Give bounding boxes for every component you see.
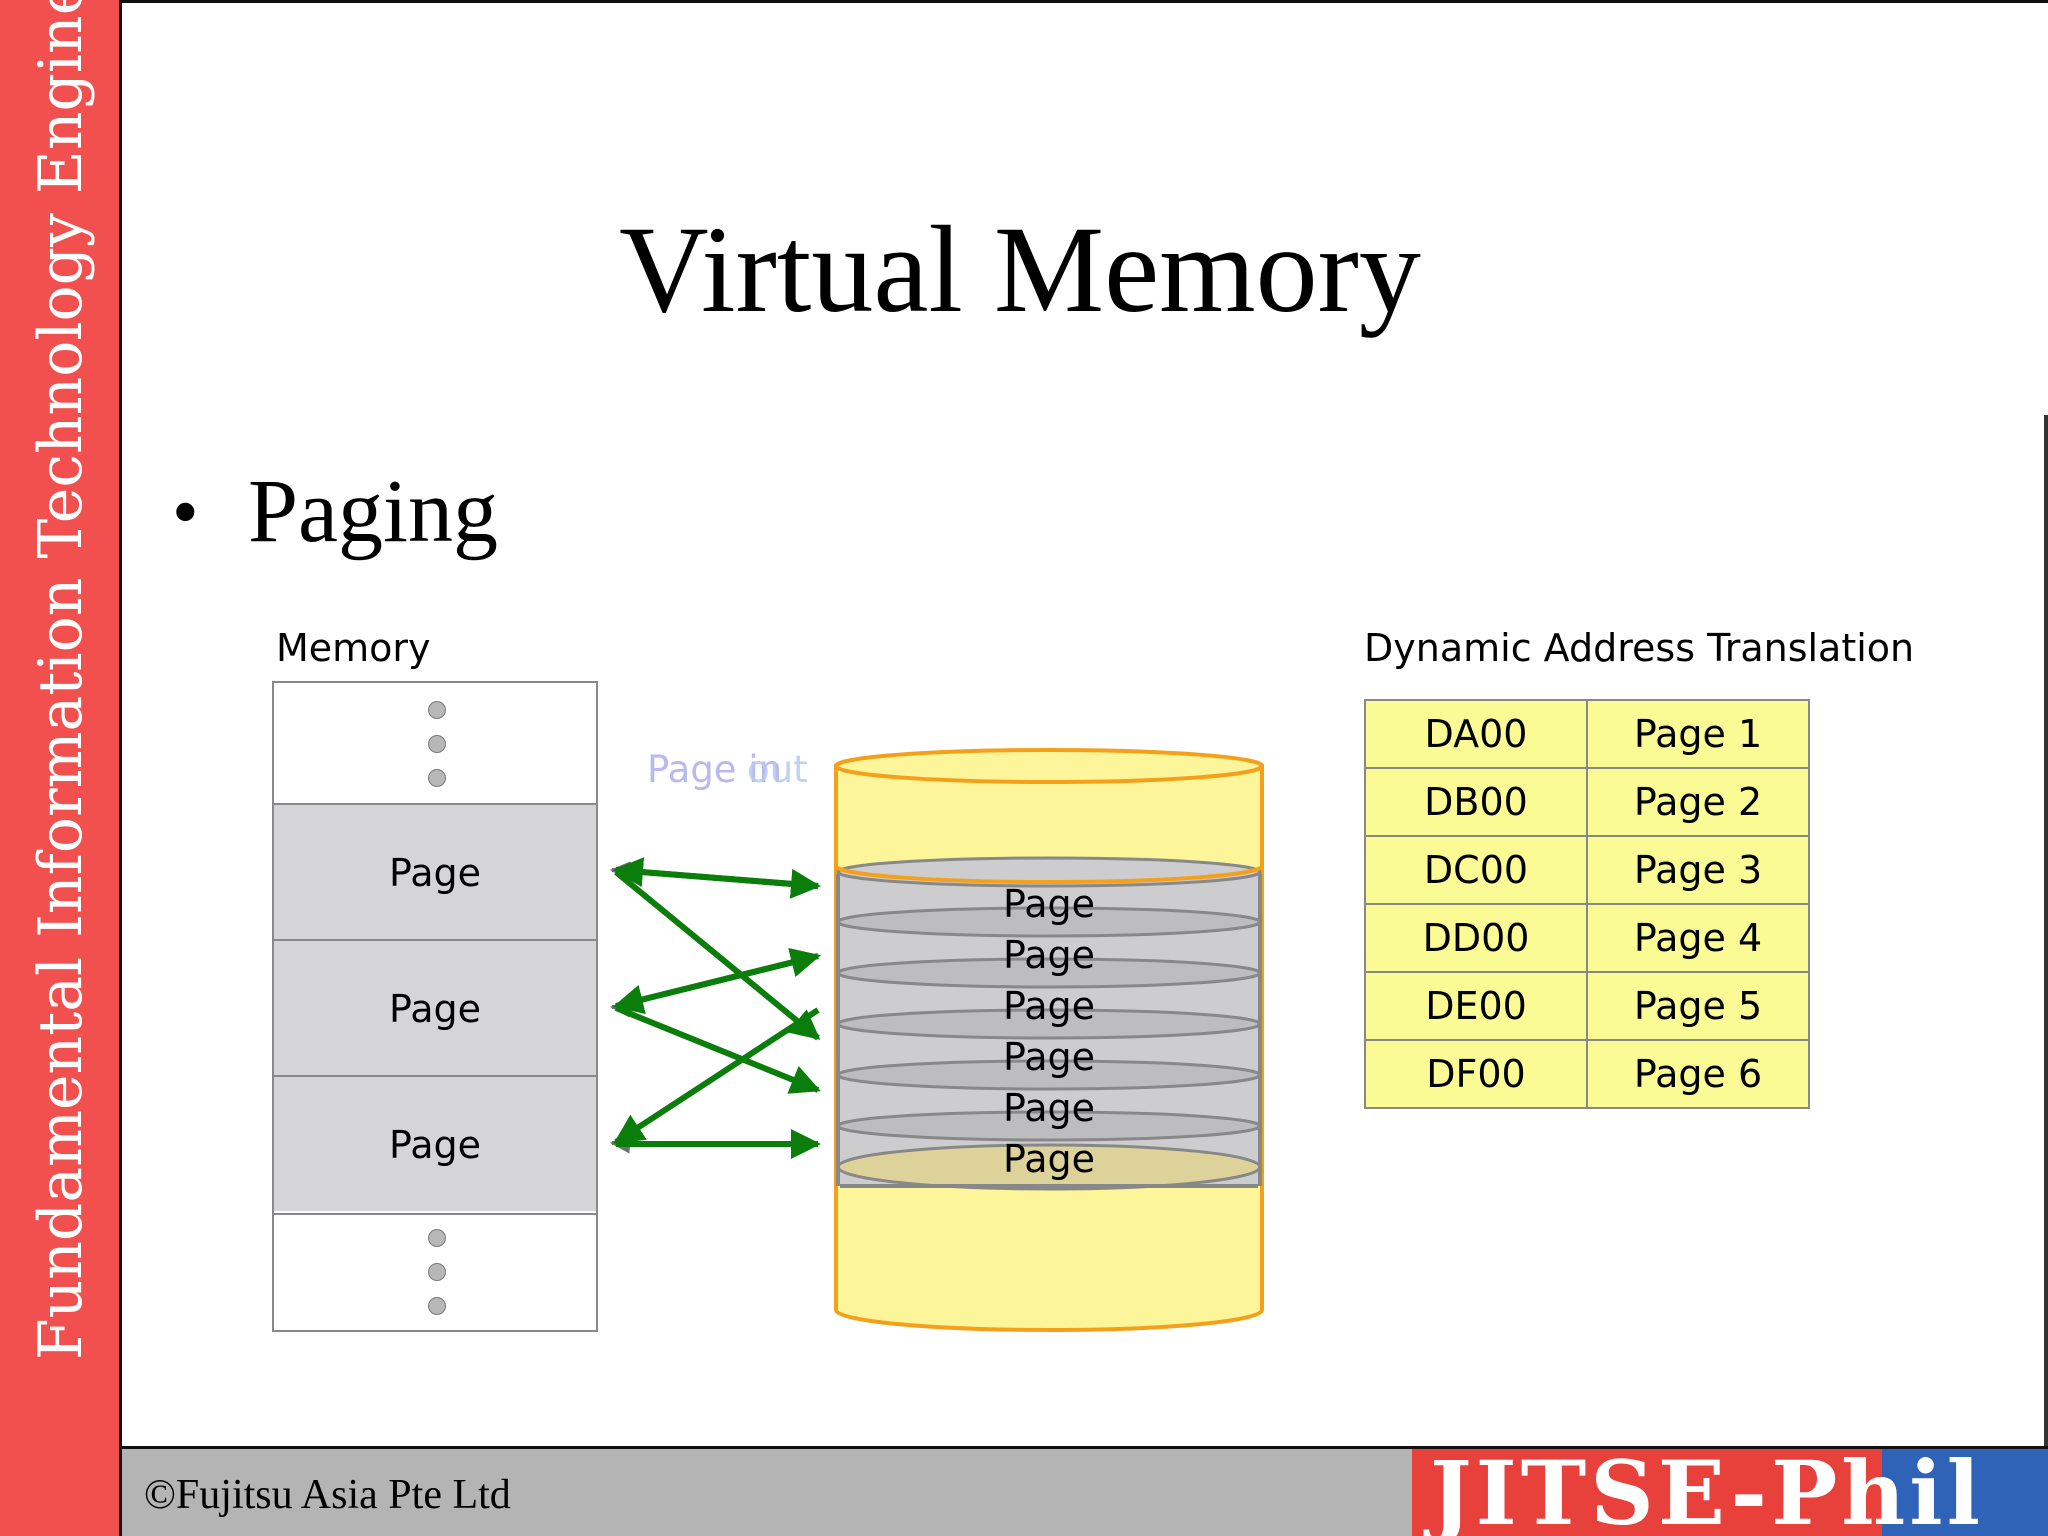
table-row: DB00 Page 2 bbox=[1365, 768, 1809, 836]
disk-page: Page bbox=[1003, 1086, 1095, 1130]
logo-text: JITSE-Phil bbox=[1430, 1449, 1984, 1536]
disk-page: Page bbox=[1003, 882, 1095, 926]
dat-page: Page 3 bbox=[1587, 836, 1809, 904]
disk-page: Page bbox=[1003, 933, 1095, 977]
dat-page: Page 5 bbox=[1587, 972, 1809, 1040]
dat-address: DC00 bbox=[1365, 836, 1587, 904]
disk-page: Page bbox=[1003, 984, 1095, 1028]
dat-address: DD00 bbox=[1365, 904, 1587, 972]
arrow bbox=[616, 870, 818, 886]
dat-address: DB00 bbox=[1365, 768, 1587, 836]
dat-label: Dynamic Address Translation bbox=[1364, 626, 1914, 670]
arrow bbox=[616, 956, 818, 1006]
page-transfer-arrows bbox=[616, 870, 818, 1144]
dat-page: Page 1 bbox=[1587, 700, 1809, 768]
footer: ©Fujitsu Asia Pte Ltd JITSE-Phil bbox=[122, 1446, 2048, 1536]
table-row: DC00 Page 3 bbox=[1365, 836, 1809, 904]
arrow bbox=[616, 872, 818, 1038]
disk-page: Page bbox=[1003, 1137, 1095, 1181]
table-row: DE00 Page 5 bbox=[1365, 972, 1809, 1040]
page-in-arrows bbox=[612, 870, 640, 1144]
dat-address: DF00 bbox=[1365, 1040, 1587, 1108]
dat-table: DA00 Page 1 DB00 Page 2 DC00 Page 3 DD00… bbox=[1364, 699, 1810, 1109]
table-row: DD00 Page 4 bbox=[1365, 904, 1809, 972]
table-row: DF00 Page 6 bbox=[1365, 1040, 1809, 1108]
dat-page: Page 2 bbox=[1587, 768, 1809, 836]
dat-page: Page 6 bbox=[1587, 1040, 1809, 1108]
table-row: DA00 Page 1 bbox=[1365, 700, 1809, 768]
dat-page: Page 4 bbox=[1587, 904, 1809, 972]
dat-address: DE00 bbox=[1365, 972, 1587, 1040]
disk-top bbox=[836, 750, 1262, 782]
copyright-text: ©Fujitsu Asia Pte Ltd bbox=[144, 1471, 511, 1519]
jitse-phil-logo: JITSE-Phil bbox=[1412, 1449, 2048, 1536]
dat-address: DA00 bbox=[1365, 700, 1587, 768]
disk-page: Page bbox=[1003, 1035, 1095, 1079]
